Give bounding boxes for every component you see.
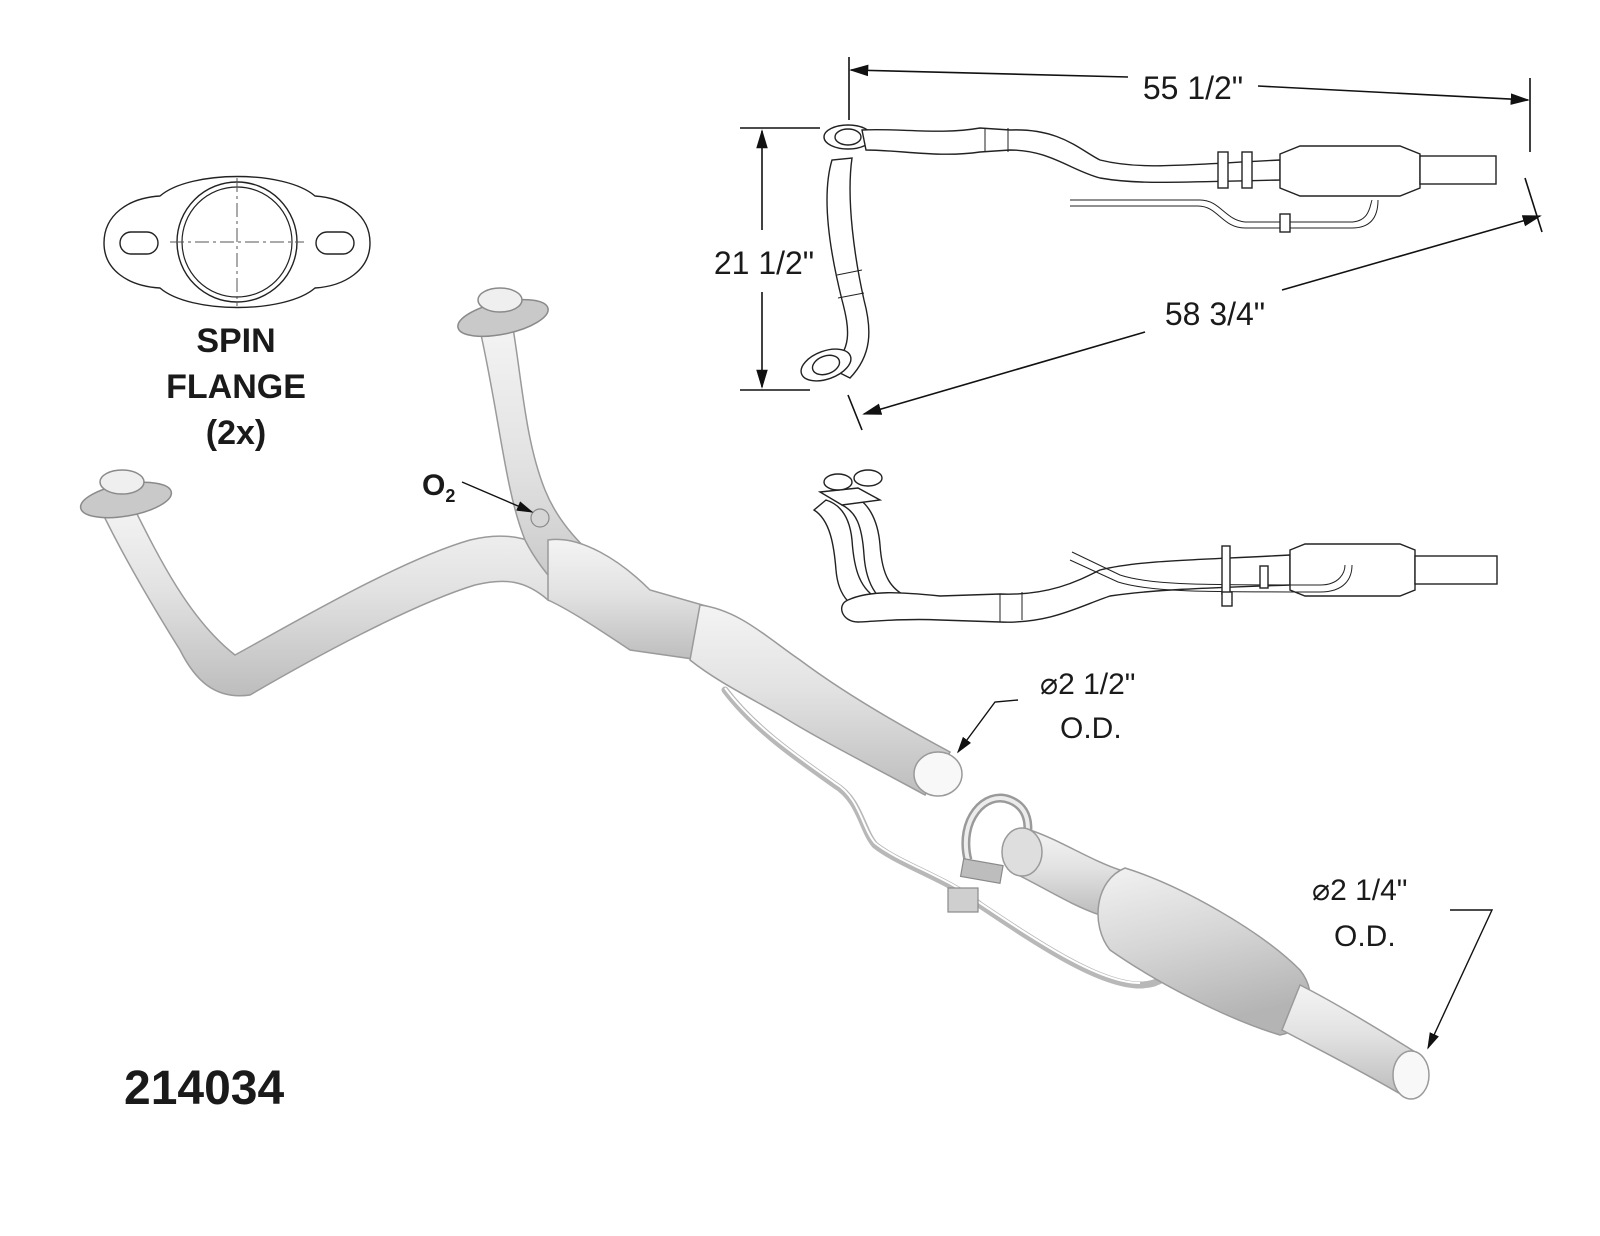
o2-label: O2	[422, 469, 455, 506]
flange-title-line3: (2x)	[206, 414, 266, 452]
hanger-rod	[721, 686, 1182, 989]
dim-height: 21 1/2"	[714, 245, 814, 281]
catalytic-converter	[1097, 867, 1311, 1036]
dim-diag-arrow-left	[862, 331, 1146, 415]
outlet-pipe-end	[1392, 1050, 1430, 1100]
inlet-od-value: ⌀2 1/2"	[1040, 668, 1135, 701]
dim-diagonal-length: 58 3/4"	[1165, 296, 1265, 332]
flange-title-line1: SPIN	[196, 322, 275, 360]
dim-overall-arrow-right	[1257, 85, 1530, 105]
spin-flange-detail	[103, 175, 371, 309]
part-number: 214034	[124, 1062, 284, 1115]
dim-diag-extension-left	[847, 394, 863, 431]
mid-pipe-outlet	[913, 751, 963, 797]
dim-overall-arrow-left	[849, 64, 1129, 78]
left-downpipe	[98, 503, 561, 697]
o2-leader	[461, 481, 534, 513]
main-assembly	[79, 287, 1430, 1100]
outlet-od-value: ⌀2 1/4"	[1312, 874, 1407, 907]
outlet-od-unit: O.D.	[1334, 920, 1396, 953]
hanger-bracket	[947, 887, 979, 913]
flange-title-line2: FLANGE	[166, 368, 306, 406]
o2-sensor-boss	[530, 508, 550, 528]
side-view-drawing	[812, 469, 1498, 623]
dim-diag-arrow-right	[1281, 215, 1542, 291]
flange-slot-right	[315, 231, 355, 255]
dim-diag-extension-right	[1524, 177, 1543, 233]
top-view-drawing	[800, 124, 1497, 382]
flange-slot-left	[119, 231, 159, 255]
dim-overall-length: 55 1/2"	[1143, 70, 1243, 106]
inlet-od-leader	[957, 699, 1019, 754]
outlet-od-leader	[1427, 909, 1494, 1050]
inlet-od-unit: O.D.	[1060, 712, 1122, 745]
left-flange-bore	[99, 469, 145, 495]
right-flange-bore	[477, 287, 523, 313]
